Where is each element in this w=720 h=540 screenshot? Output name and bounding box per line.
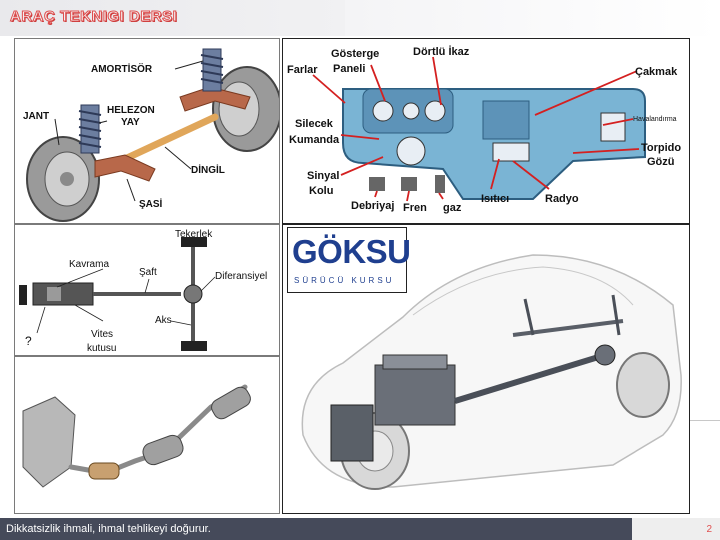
drivetrain-diagram: Tekerlek Kavrama Şaft Diferansiyel Aks V… xyxy=(14,224,280,356)
footer-bar: Dikkatsizlik ihmali, ihmal tehlikeyi doğ… xyxy=(0,518,720,540)
label-dortlu-ikaz: Dörtlü İkaz xyxy=(413,45,470,58)
label-kolu: Kolu xyxy=(309,185,333,197)
title-band xyxy=(0,0,345,36)
center-console xyxy=(482,100,530,140)
clutch-block xyxy=(47,287,61,301)
label-kutusu: kutusu xyxy=(87,343,116,354)
rear-wheel-top xyxy=(181,237,207,247)
label-gaz: gaz xyxy=(443,202,462,214)
brake-pedal xyxy=(401,177,417,191)
front-left-wheel xyxy=(19,285,27,305)
label-radyo: Radyo xyxy=(545,193,579,205)
label-tekerlek: Tekerlek xyxy=(175,229,213,240)
jant-leader xyxy=(54,118,60,146)
rear-coil-spring xyxy=(200,48,224,92)
label-diferansiyel: Diferansiyel xyxy=(215,271,267,282)
tachometer-gauge xyxy=(424,100,446,122)
engine-block xyxy=(22,396,76,488)
exhaust-diagram xyxy=(14,356,280,514)
label-aks: Aks xyxy=(155,315,172,326)
label-dingil: DİNGİL xyxy=(191,163,225,176)
label-isitici: Isıtıcı xyxy=(481,193,509,205)
goksu-logo-name: GÖKSU xyxy=(292,233,411,270)
catalytic-converter xyxy=(88,462,120,480)
gearbox-block xyxy=(32,282,94,306)
rear-rim xyxy=(218,81,260,137)
exhaust-illustration xyxy=(22,384,251,488)
label-gosterge: Gösterge xyxy=(331,48,379,60)
label-sasi: ŞASİ xyxy=(139,197,163,210)
side-rule xyxy=(690,420,720,421)
drivetrain-leaders xyxy=(36,236,216,334)
gas-pedal xyxy=(435,175,445,193)
label-silecek: Silecek xyxy=(295,118,334,130)
muffler-rear xyxy=(211,386,251,420)
label-havalandirma: Havalandırma xyxy=(633,116,677,123)
car-cutaway-illustration xyxy=(301,254,682,490)
label-vites: Vites xyxy=(91,329,113,340)
goksu-logo: GÖKSU SÜRÜCÜ KURSU xyxy=(287,227,411,293)
label-cakmak: Çakmak xyxy=(635,66,678,78)
label-torpido: Torpido xyxy=(641,142,681,154)
rear-wheel-bottom xyxy=(181,341,207,351)
label-helezon: HELEZON xyxy=(107,105,155,116)
engine xyxy=(374,364,456,426)
car-roof-line xyxy=(412,266,634,316)
label-kumanda: Kumanda xyxy=(289,134,340,146)
helezon-leader xyxy=(98,120,108,124)
label-sinyal: Sinyal xyxy=(307,170,339,182)
drive-shaft xyxy=(454,352,606,404)
rear-right-wheel xyxy=(616,352,670,418)
differential xyxy=(183,284,203,304)
suspension-illustration: AMORTİSÖR JANT HELEZON YAY DİNGİL ŞASİ xyxy=(23,48,279,222)
footer-left-band: Dikkatsizlik ihmali, ihmal tehlikeyi doğ… xyxy=(0,518,632,540)
drivetrain-illustration: Tekerlek Kavrama Şaft Diferansiyel Aks V… xyxy=(19,229,267,354)
rear-shock-left xyxy=(523,298,535,336)
engine-cover xyxy=(382,354,448,370)
steering-wheel-hub xyxy=(396,136,426,166)
page-number: 2 xyxy=(706,524,712,535)
front-coil-spring xyxy=(78,104,102,154)
glovebox-vent xyxy=(600,112,626,142)
suspension-diagram: AMORTİSÖR JANT HELEZON YAY DİNGİL ŞASİ xyxy=(14,38,280,224)
dashboard-diagram: Farlar Gösterge Paneli Dörtlü İkaz Çakma… xyxy=(282,38,690,224)
footer-right-band: 2 xyxy=(632,518,720,540)
label-farlar: Farlar xyxy=(287,64,318,76)
dashboard-illustration: Farlar Gösterge Paneli Dörtlü İkaz Çakma… xyxy=(287,45,681,214)
rear-differential xyxy=(594,344,616,366)
radiator xyxy=(330,404,374,462)
front-hub xyxy=(60,172,74,186)
label-jant: JANT xyxy=(23,111,49,122)
sasi-leader xyxy=(126,178,136,202)
label-saft: Şaft xyxy=(139,267,157,278)
label-paneli: Paneli xyxy=(333,63,365,75)
footer-caption: Dikkatsizlik ihmali, ihmal tehlikeyi doğ… xyxy=(6,523,211,535)
goksu-logo-tagline: SÜRÜCÜ KURSU xyxy=(294,276,395,285)
label-amortisor: AMORTİSÖR xyxy=(91,62,153,75)
amortisor-leader xyxy=(174,60,204,70)
label-debriyaj: Debriyaj xyxy=(351,200,394,212)
radio-unit xyxy=(492,142,530,162)
slide-title: ARAÇ TEKNIGI DERSI xyxy=(9,8,178,26)
title-band-fade xyxy=(345,0,720,36)
fuel-gauge xyxy=(402,102,420,120)
speedometer-gauge xyxy=(372,100,394,122)
front-chassis-bracket xyxy=(94,154,156,182)
clutch-pedal xyxy=(369,177,385,191)
dingil-leader xyxy=(164,146,192,170)
label-yay: YAY xyxy=(121,117,140,128)
label-fren: Fren xyxy=(403,202,427,214)
label-question-mark: ? xyxy=(25,334,32,348)
muffler-middle xyxy=(142,434,184,466)
car-cutaway: GÖKSU SÜRÜCÜ KURSU xyxy=(282,224,690,514)
dashboard-arrows xyxy=(312,56,640,202)
rear-shock-right xyxy=(611,294,621,336)
label-kavrama: Kavrama xyxy=(69,259,109,270)
label-gozu: Gözü xyxy=(647,156,675,168)
